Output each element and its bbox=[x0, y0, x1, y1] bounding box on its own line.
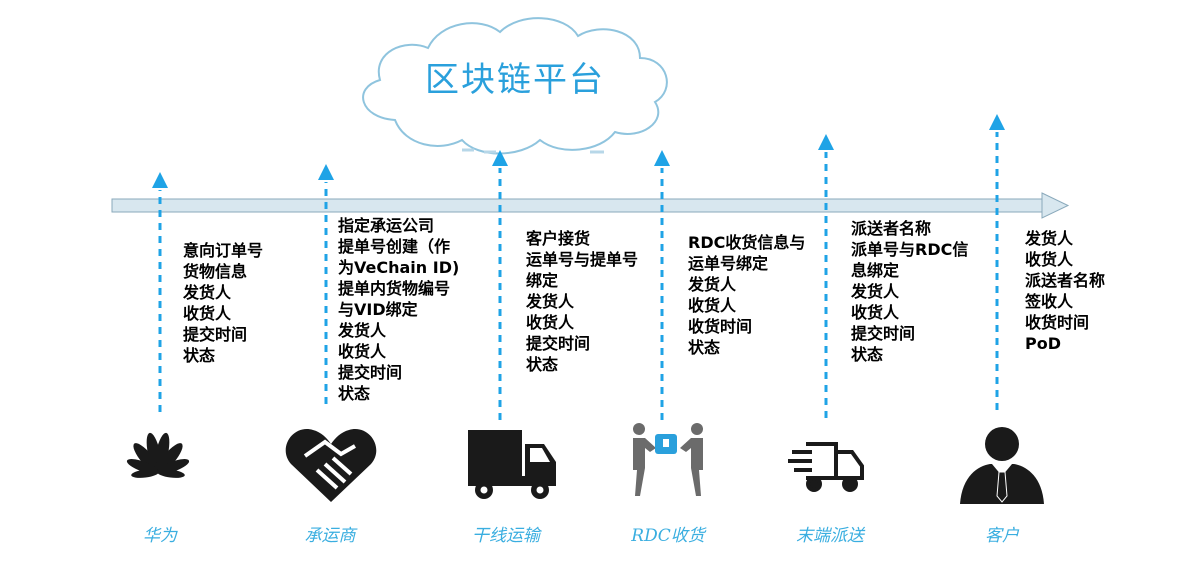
huawei-logo-icon bbox=[126, 432, 190, 478]
handshake-heart-icon bbox=[285, 429, 377, 502]
caption-last-mile: 末端派送 bbox=[796, 526, 864, 546]
field-line: 提交时间 bbox=[851, 324, 916, 343]
field-line: 指定承运公司 bbox=[338, 216, 435, 235]
node-3-fields: 客户接货 运单号与提单号 绑定 发货人 收货人 提交时间 状态 bbox=[526, 228, 638, 375]
field-line: 收货人 bbox=[526, 313, 575, 332]
field-line: 状态 bbox=[338, 384, 371, 403]
field-line: 息绑定 bbox=[851, 261, 900, 280]
node-1-fields: 意向订单号 货物信息 发货人 收货人 提交时间 状态 bbox=[183, 240, 263, 366]
field-line: 收货人 bbox=[183, 304, 232, 323]
field-line: 收货人 bbox=[338, 342, 387, 361]
field-line: 发货人 bbox=[1025, 229, 1074, 248]
field-line: 绑定 bbox=[526, 271, 559, 290]
node-5-fields: 派送者名称 派单号与RDC信 息绑定 发货人 收货人 提交时间 状态 bbox=[851, 218, 968, 365]
field-line: 收货人 bbox=[688, 296, 737, 315]
caption-carrier: 承运商 bbox=[304, 526, 356, 546]
node-2-fields: 指定承运公司 提单号创建（作 为VeChain ID) 提单内货物编号 与VID… bbox=[338, 215, 459, 404]
cloud-shape bbox=[362, 17, 668, 155]
platform-title: 区块链平台 bbox=[425, 60, 605, 100]
field-line: 发货人 bbox=[851, 282, 900, 301]
field-line: 收货时间 bbox=[688, 317, 753, 336]
field-line: 派单号与RDC信 bbox=[851, 240, 969, 259]
field-line: 客户接货 bbox=[526, 229, 591, 248]
field-line: 状态 bbox=[183, 346, 216, 365]
field-line: 收货人 bbox=[1025, 250, 1074, 269]
node-4-fields: RDC收货信息与 运单号绑定 发货人 收货人 收货时间 状态 bbox=[688, 232, 805, 358]
field-line: 提单号创建（作 bbox=[338, 237, 451, 256]
handover-people-icon bbox=[633, 423, 703, 496]
field-line: 提交时间 bbox=[183, 325, 248, 344]
field-line: 提交时间 bbox=[338, 363, 403, 382]
truck-icon bbox=[468, 430, 556, 499]
field-line: 状态 bbox=[851, 345, 884, 364]
caption-customer: 客户 bbox=[985, 526, 1019, 546]
timeline-arrow bbox=[111, 192, 1070, 219]
field-line: 发货人 bbox=[526, 292, 575, 311]
field-line: 发货人 bbox=[183, 283, 232, 302]
field-line: 发货人 bbox=[688, 275, 737, 294]
field-line: 提交时间 bbox=[526, 334, 591, 353]
field-line: 派送者名称 bbox=[851, 219, 932, 238]
node-6-fields: 发货人 收货人 派送者名称 签收人 收货时间 PoD bbox=[1025, 228, 1105, 354]
field-line: 收货时间 bbox=[1025, 313, 1090, 332]
field-line: 与VID绑定 bbox=[338, 300, 418, 319]
dashed-connectors bbox=[158, 132, 999, 420]
connector-arrowheads bbox=[152, 114, 1005, 188]
field-line: RDC收货信息与 bbox=[688, 233, 806, 252]
field-line: 派送者名称 bbox=[1025, 271, 1106, 290]
fast-delivery-truck-icon bbox=[788, 442, 864, 492]
field-line: 运单号与提单号 bbox=[526, 250, 639, 269]
field-line: 状态 bbox=[526, 355, 559, 374]
customer-person-icon bbox=[960, 427, 1044, 504]
field-line: 运单号绑定 bbox=[688, 254, 769, 273]
field-line: 货物信息 bbox=[183, 262, 248, 281]
field-line: 签收人 bbox=[1025, 292, 1074, 311]
field-line: 收货人 bbox=[851, 303, 900, 322]
field-line: 为VeChain ID) bbox=[338, 258, 460, 277]
field-line: PoD bbox=[1025, 334, 1061, 353]
caption-rdc-receiving: RDC收货 bbox=[631, 526, 705, 546]
caption-trunk-transport: 干线运输 bbox=[472, 526, 540, 546]
field-line: 提单内货物编号 bbox=[338, 279, 451, 298]
field-line: 意向订单号 bbox=[183, 241, 264, 260]
field-line: 状态 bbox=[688, 338, 721, 357]
caption-huawei: 华为 bbox=[143, 526, 177, 546]
field-line: 发货人 bbox=[338, 321, 387, 340]
